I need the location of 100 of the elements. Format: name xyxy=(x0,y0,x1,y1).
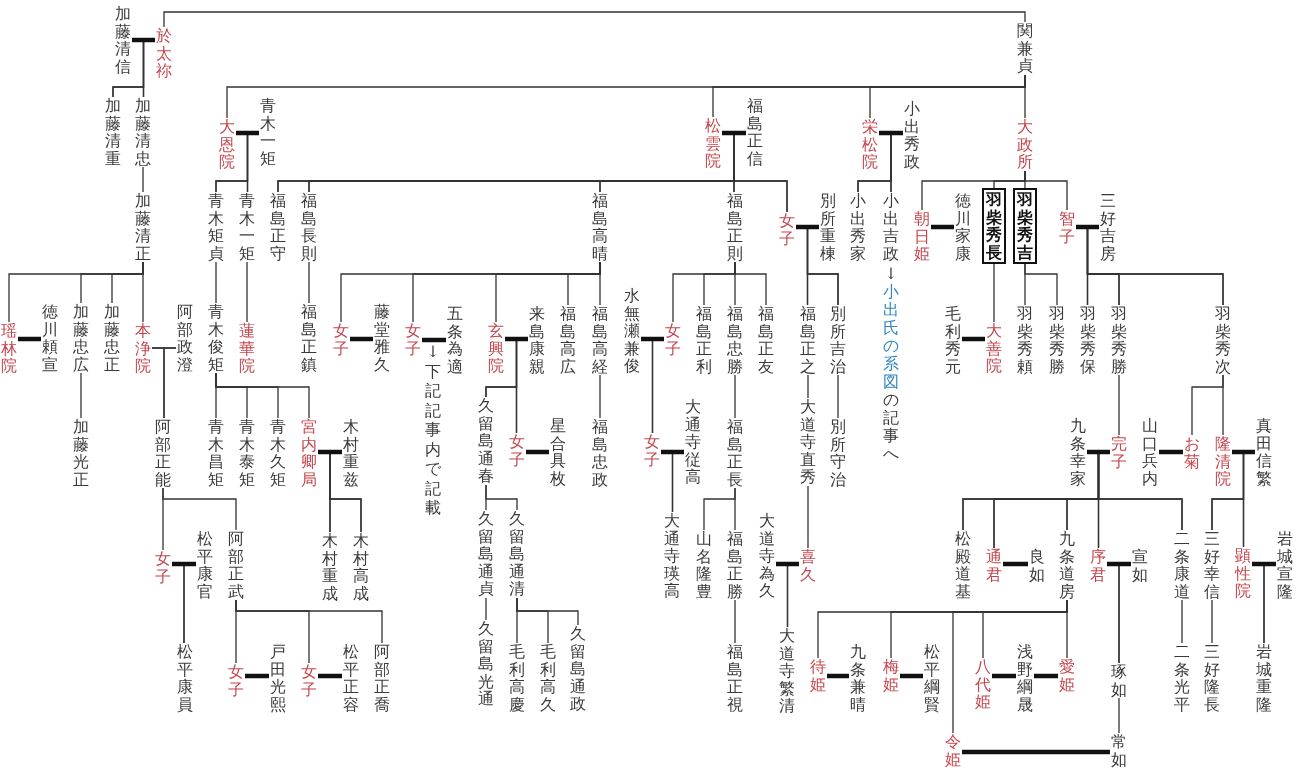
person-name: 女子 xyxy=(643,433,661,468)
person-name: 顕性院 xyxy=(1234,547,1252,600)
marriage-line xyxy=(796,224,819,230)
lineage-line xyxy=(485,484,518,511)
person-name: 大道寺為久 xyxy=(758,512,776,600)
person-name: 福島正之 xyxy=(799,305,817,375)
person-name: 関兼貞 xyxy=(1016,22,1034,75)
person-name: 久留島通春 xyxy=(477,397,495,485)
person-name: 松平綱賢 xyxy=(923,643,941,713)
lineage-line xyxy=(163,11,1026,28)
person-name: 令姫 xyxy=(944,733,962,768)
person-name: 隆清院 xyxy=(1214,435,1232,488)
person-name: 女子 xyxy=(332,322,350,357)
person-name: 宮内卿局 xyxy=(300,418,318,488)
marriage-line xyxy=(1076,224,1099,230)
note-text: ↓小出氏の系図の記事へ xyxy=(882,265,900,463)
person-name: 福島長則 xyxy=(300,192,318,262)
person-name: 徳川家康 xyxy=(954,192,972,262)
person-name: 福島忠政 xyxy=(591,418,609,488)
person-name: 青木昌矩 xyxy=(207,418,225,488)
person-name: 小出秀政 xyxy=(903,100,921,170)
person-name: 浅野綱晟 xyxy=(1016,643,1034,713)
person-name: 福島正鎮 xyxy=(300,303,318,373)
lineage-line xyxy=(734,599,736,644)
person-name: 福島正長 xyxy=(726,418,744,488)
lineage-line xyxy=(1024,170,1068,211)
marriage-line xyxy=(962,749,1110,755)
person-name: 於太祢 xyxy=(155,27,173,80)
person-name: 女子 xyxy=(404,322,422,357)
person-name: 水無瀬兼俊 xyxy=(623,287,641,375)
lineage-line xyxy=(734,261,767,306)
marriage-line xyxy=(1159,449,1183,455)
person-name: 青木矩貞 xyxy=(207,192,225,262)
person-name: 女子 xyxy=(664,322,682,357)
lineage-line xyxy=(1211,599,1213,644)
person-name: 青木泰矩 xyxy=(238,418,256,488)
person-name: 三好隆長 xyxy=(1203,643,1221,713)
person-name: 福島正勝 xyxy=(726,530,744,600)
lineage-line xyxy=(142,166,144,193)
lineage-line xyxy=(837,374,839,419)
lineage-line xyxy=(734,374,736,419)
marriage-line xyxy=(1252,561,1276,567)
person-name: 加藤清信 xyxy=(114,5,132,75)
marriage-line xyxy=(879,130,903,136)
person-name: 五条為適 xyxy=(446,305,464,375)
marriage-line xyxy=(1232,449,1255,455)
person-name: 山口兵内 xyxy=(1141,417,1159,487)
person-name: 羽柴秀勝 xyxy=(1110,305,1128,375)
lineage-line xyxy=(1118,697,1120,734)
person-name: 福島正利 xyxy=(695,305,713,375)
person-name: 序君 xyxy=(1089,548,1107,583)
person-name: 羽柴秀保 xyxy=(1079,305,1097,375)
person-name: 松平正容 xyxy=(342,643,360,713)
marriage-line xyxy=(931,224,954,230)
person-name: 小出吉政 xyxy=(882,192,900,262)
person-name: 別所吉治 xyxy=(829,305,847,375)
person-name: 藤堂雅久 xyxy=(373,303,391,373)
lineage-line xyxy=(308,261,310,304)
person-name: 朝日姫 xyxy=(913,210,931,263)
person-name: 毛利秀元 xyxy=(944,305,962,375)
person-name: 加藤清重 xyxy=(104,97,122,167)
person-name: 女子 xyxy=(227,663,245,698)
person-name: 女子 xyxy=(778,212,796,247)
person-name: 福島高晴 xyxy=(591,192,609,262)
person-name: 羽柴秀勝 xyxy=(1048,305,1066,375)
person-name: 青木俊矩 xyxy=(207,303,225,373)
person-name: 大通寺瑛高 xyxy=(663,512,681,600)
marriage-line xyxy=(18,336,41,342)
person-name: 大善院 xyxy=(985,322,1003,375)
person-name: お菊 xyxy=(1183,435,1201,470)
lineage-line xyxy=(599,261,601,306)
lineage-line xyxy=(1024,74,1026,119)
person-name: 徳川頼宣 xyxy=(41,303,59,373)
note-text: ↓下記記事内で記載 xyxy=(424,342,442,518)
lineage-line xyxy=(246,261,248,323)
person-name: 加藤忠正 xyxy=(103,303,121,373)
person-name: 福島正視 xyxy=(726,643,744,713)
framed-person-name: 羽柴秀長 xyxy=(982,188,1006,264)
lineage-line xyxy=(235,599,383,644)
person-name: 栄松院 xyxy=(861,118,879,171)
person-name: 八代姫 xyxy=(974,658,992,711)
person-name: 玄興院 xyxy=(487,322,505,375)
person-name: 大通寺従高 xyxy=(684,398,702,486)
person-name: 岩城宣隆 xyxy=(1276,530,1294,600)
person-name: 松平康官 xyxy=(196,530,214,600)
lineage-line xyxy=(485,597,487,621)
marriage-line xyxy=(722,130,746,136)
marriage-line xyxy=(1087,449,1110,455)
person-name: 福島忠勝 xyxy=(726,305,744,375)
person-name: 羽柴秀次 xyxy=(1214,305,1232,375)
marriage-line xyxy=(236,130,259,136)
person-name: 別所重棟 xyxy=(819,192,837,262)
person-name: 阿部正武 xyxy=(227,530,245,600)
lineage-line xyxy=(215,261,217,304)
person-name: 羽柴秀頼 xyxy=(1016,305,1034,375)
person-name: 加藤光正 xyxy=(72,418,90,488)
person-name: 智子 xyxy=(1058,210,1076,245)
lineage-line xyxy=(1066,599,1068,659)
person-name: 星合具枚 xyxy=(549,417,567,487)
person-name: 瑶林院 xyxy=(0,322,18,375)
